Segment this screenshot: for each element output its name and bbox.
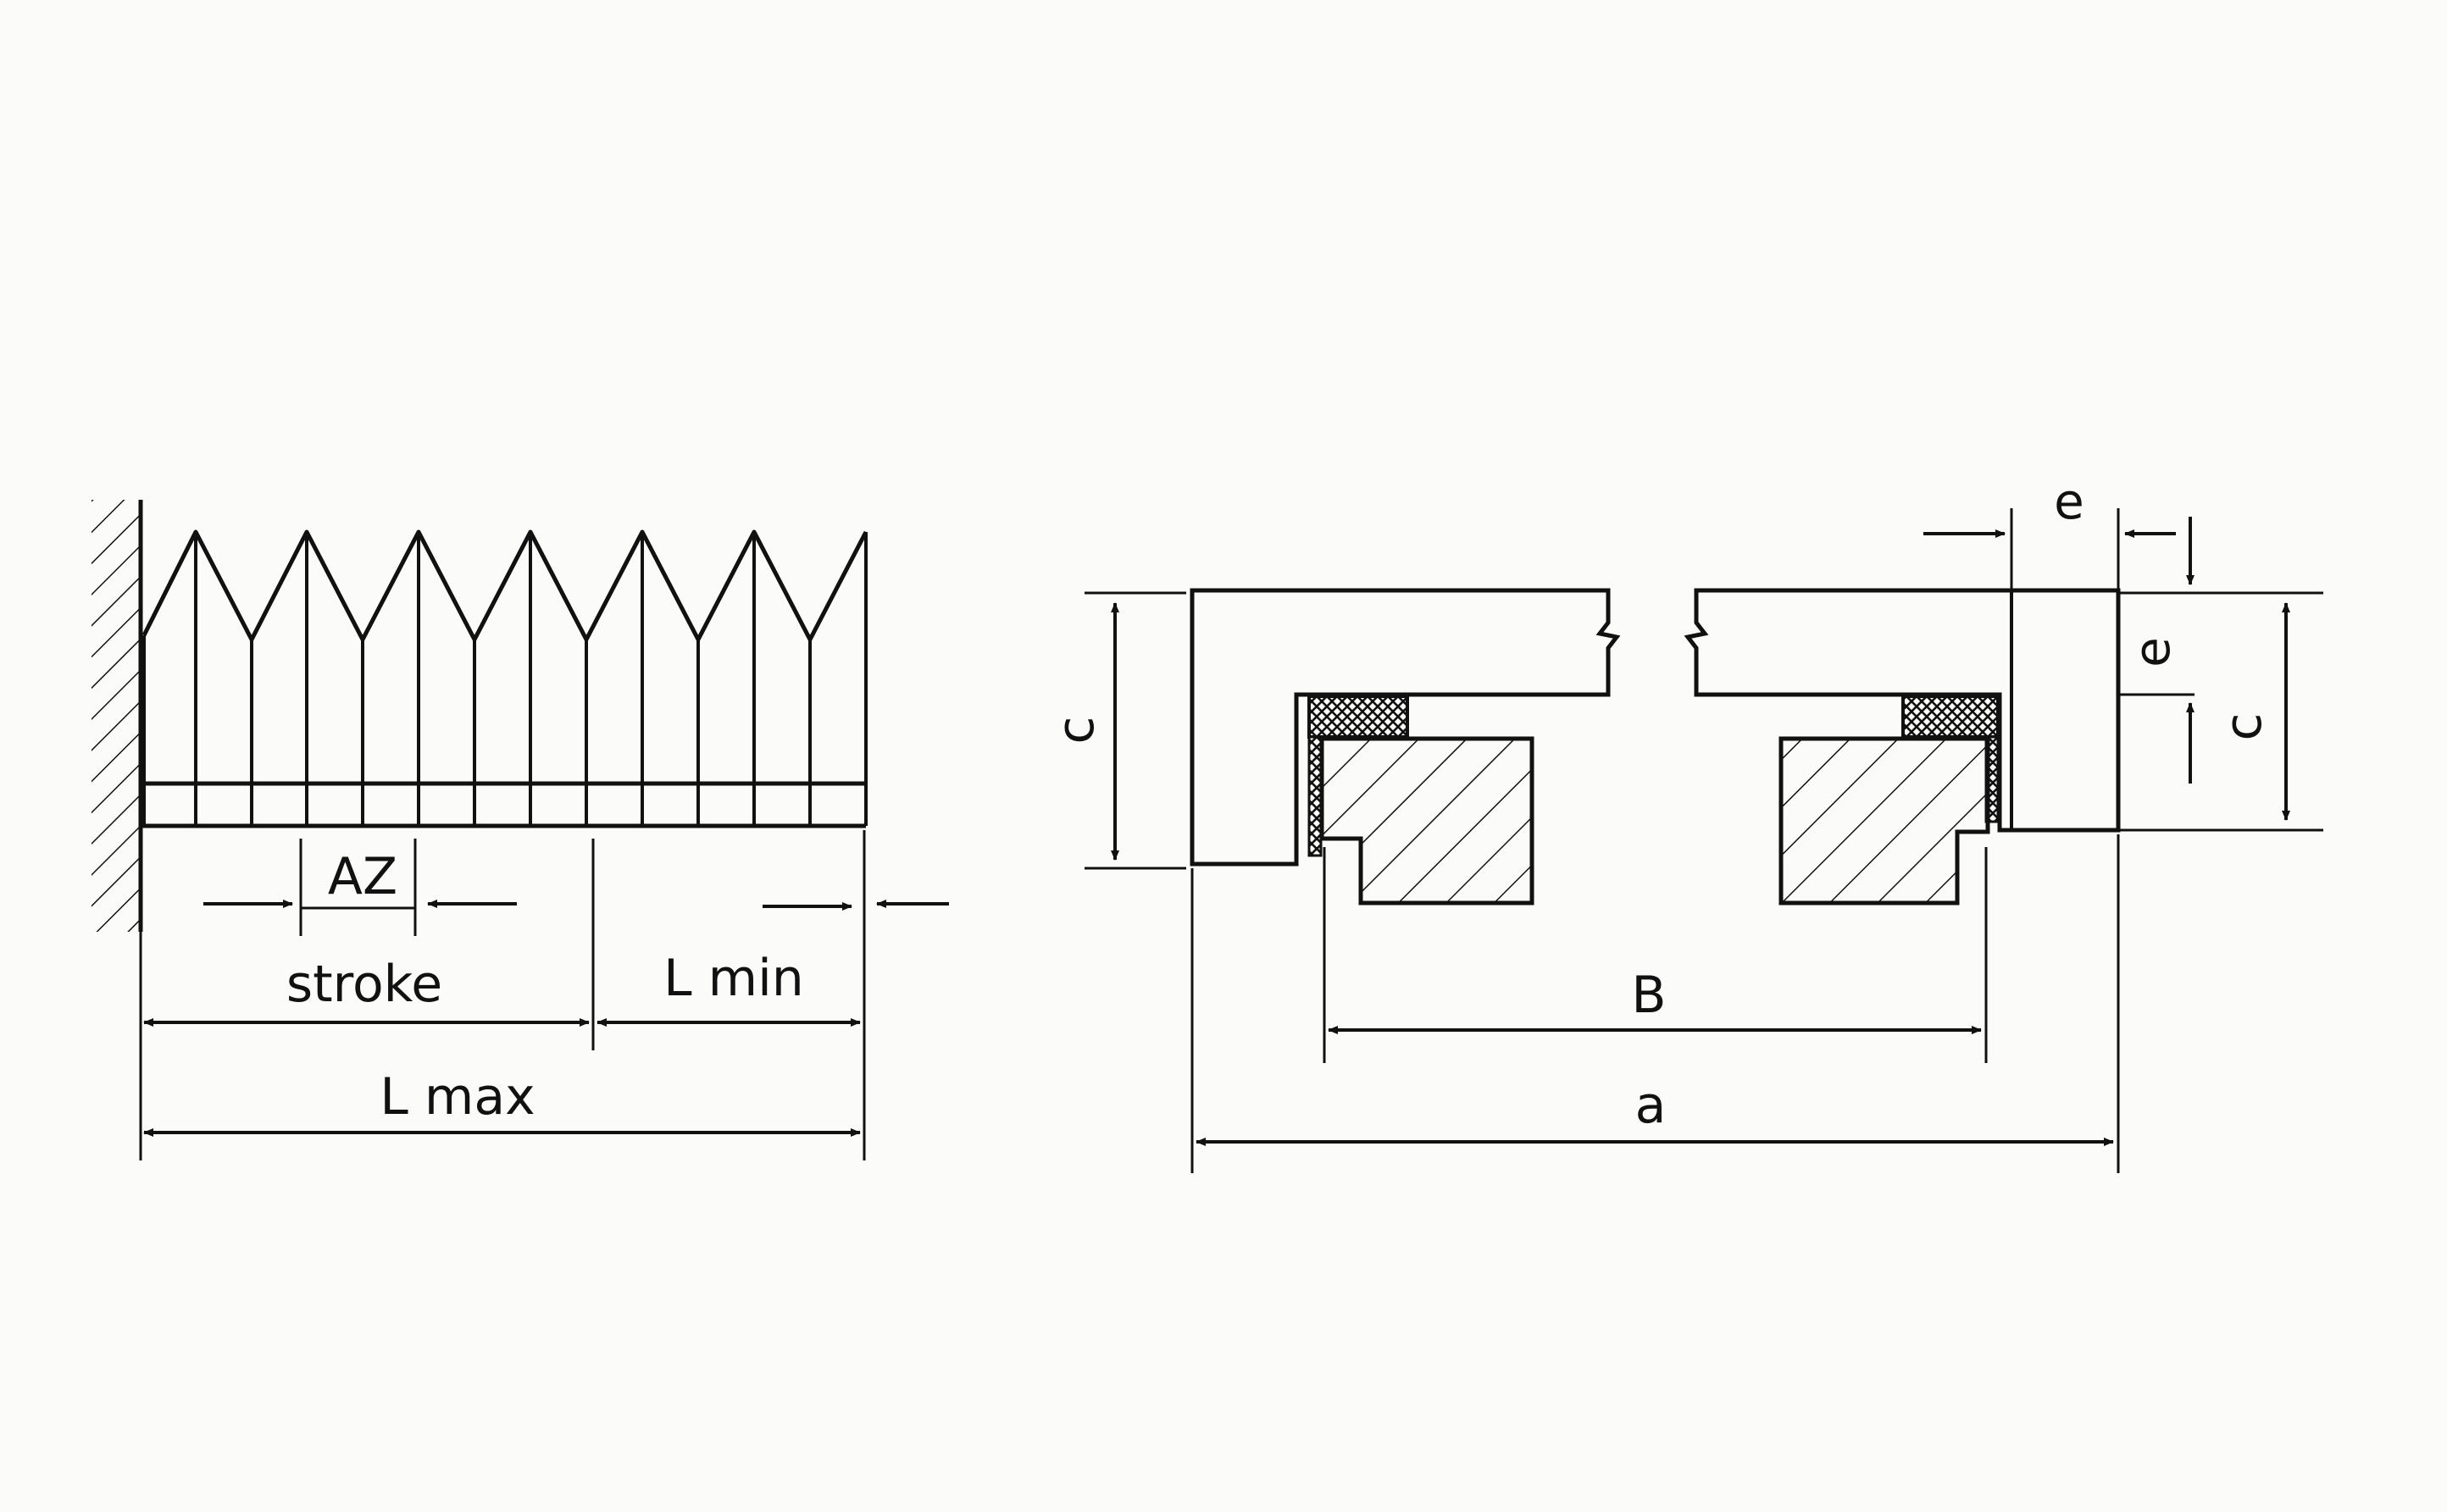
bellows-diagram: AZ stroke L min L max: [92, 500, 949, 1160]
e-side-label: e: [2123, 637, 2181, 667]
bottom-extension-lines: [1190, 834, 2120, 1173]
guide-block-left: [1319, 736, 1534, 906]
seal-strip-right: [1901, 695, 2000, 739]
seal-strip-left: [1307, 695, 1409, 739]
az-label: AZ: [328, 847, 397, 906]
c-left-label: c: [1046, 717, 1106, 745]
lmax-label: L max: [380, 1067, 535, 1127]
stroke-label: stroke: [286, 955, 442, 1014]
bellows-zigzag: [141, 529, 868, 642]
cover-section-diagram: c e e c B a: [1046, 473, 2323, 1173]
fixed-wall-hatch: [92, 500, 141, 932]
cover-profile-right: [1684, 588, 2121, 833]
left-extension-lines: [139, 830, 866, 1160]
cover-profile-left: [1190, 588, 1621, 867]
b-label: B: [1631, 966, 1666, 1025]
seal-wiper-left: [1307, 735, 1323, 857]
e-top-label: e: [2054, 473, 2084, 530]
a-label: a: [1635, 1076, 1667, 1135]
c-right-label: c: [2214, 713, 2273, 741]
guide-block-right: [1778, 736, 1990, 906]
lmin-label: L min: [663, 949, 804, 1008]
bellows-pleats: [142, 532, 868, 826]
